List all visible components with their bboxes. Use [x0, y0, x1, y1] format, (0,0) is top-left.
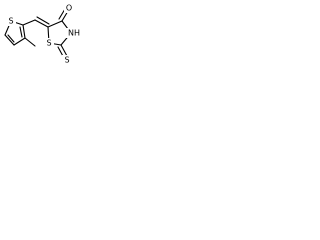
atom-label-nh: NH	[68, 29, 80, 38]
methylidene-linker	[22, 16, 50, 28]
bond-methyl	[24, 37, 36, 47]
bond-ch-c5r	[34, 19, 49, 28]
bond-c4-c5-double	[7, 34, 15, 43]
molecule-structure: S S NH O S	[4, 3, 81, 65]
bond-c5r-c4r	[47, 20, 63, 28]
atom-label-s-ring: S	[46, 39, 51, 48]
thiophene-ring	[4, 20, 26, 46]
bond-c2-c3	[22, 24, 26, 39]
bond-c3-c4	[13, 37, 26, 46]
bond-c4-c5	[4, 34, 15, 46]
atom-label-s-thiophene: S	[8, 17, 13, 26]
bond-ch-c5r-double	[36, 16, 50, 25]
bond-c2-c3-double	[19, 26, 23, 38]
atom-label-o: O	[66, 4, 72, 13]
bond-c2-ch	[22, 19, 36, 26]
atom-label-s-thioxo: S	[64, 56, 69, 65]
bond-c2r-s	[60, 44, 68, 57]
